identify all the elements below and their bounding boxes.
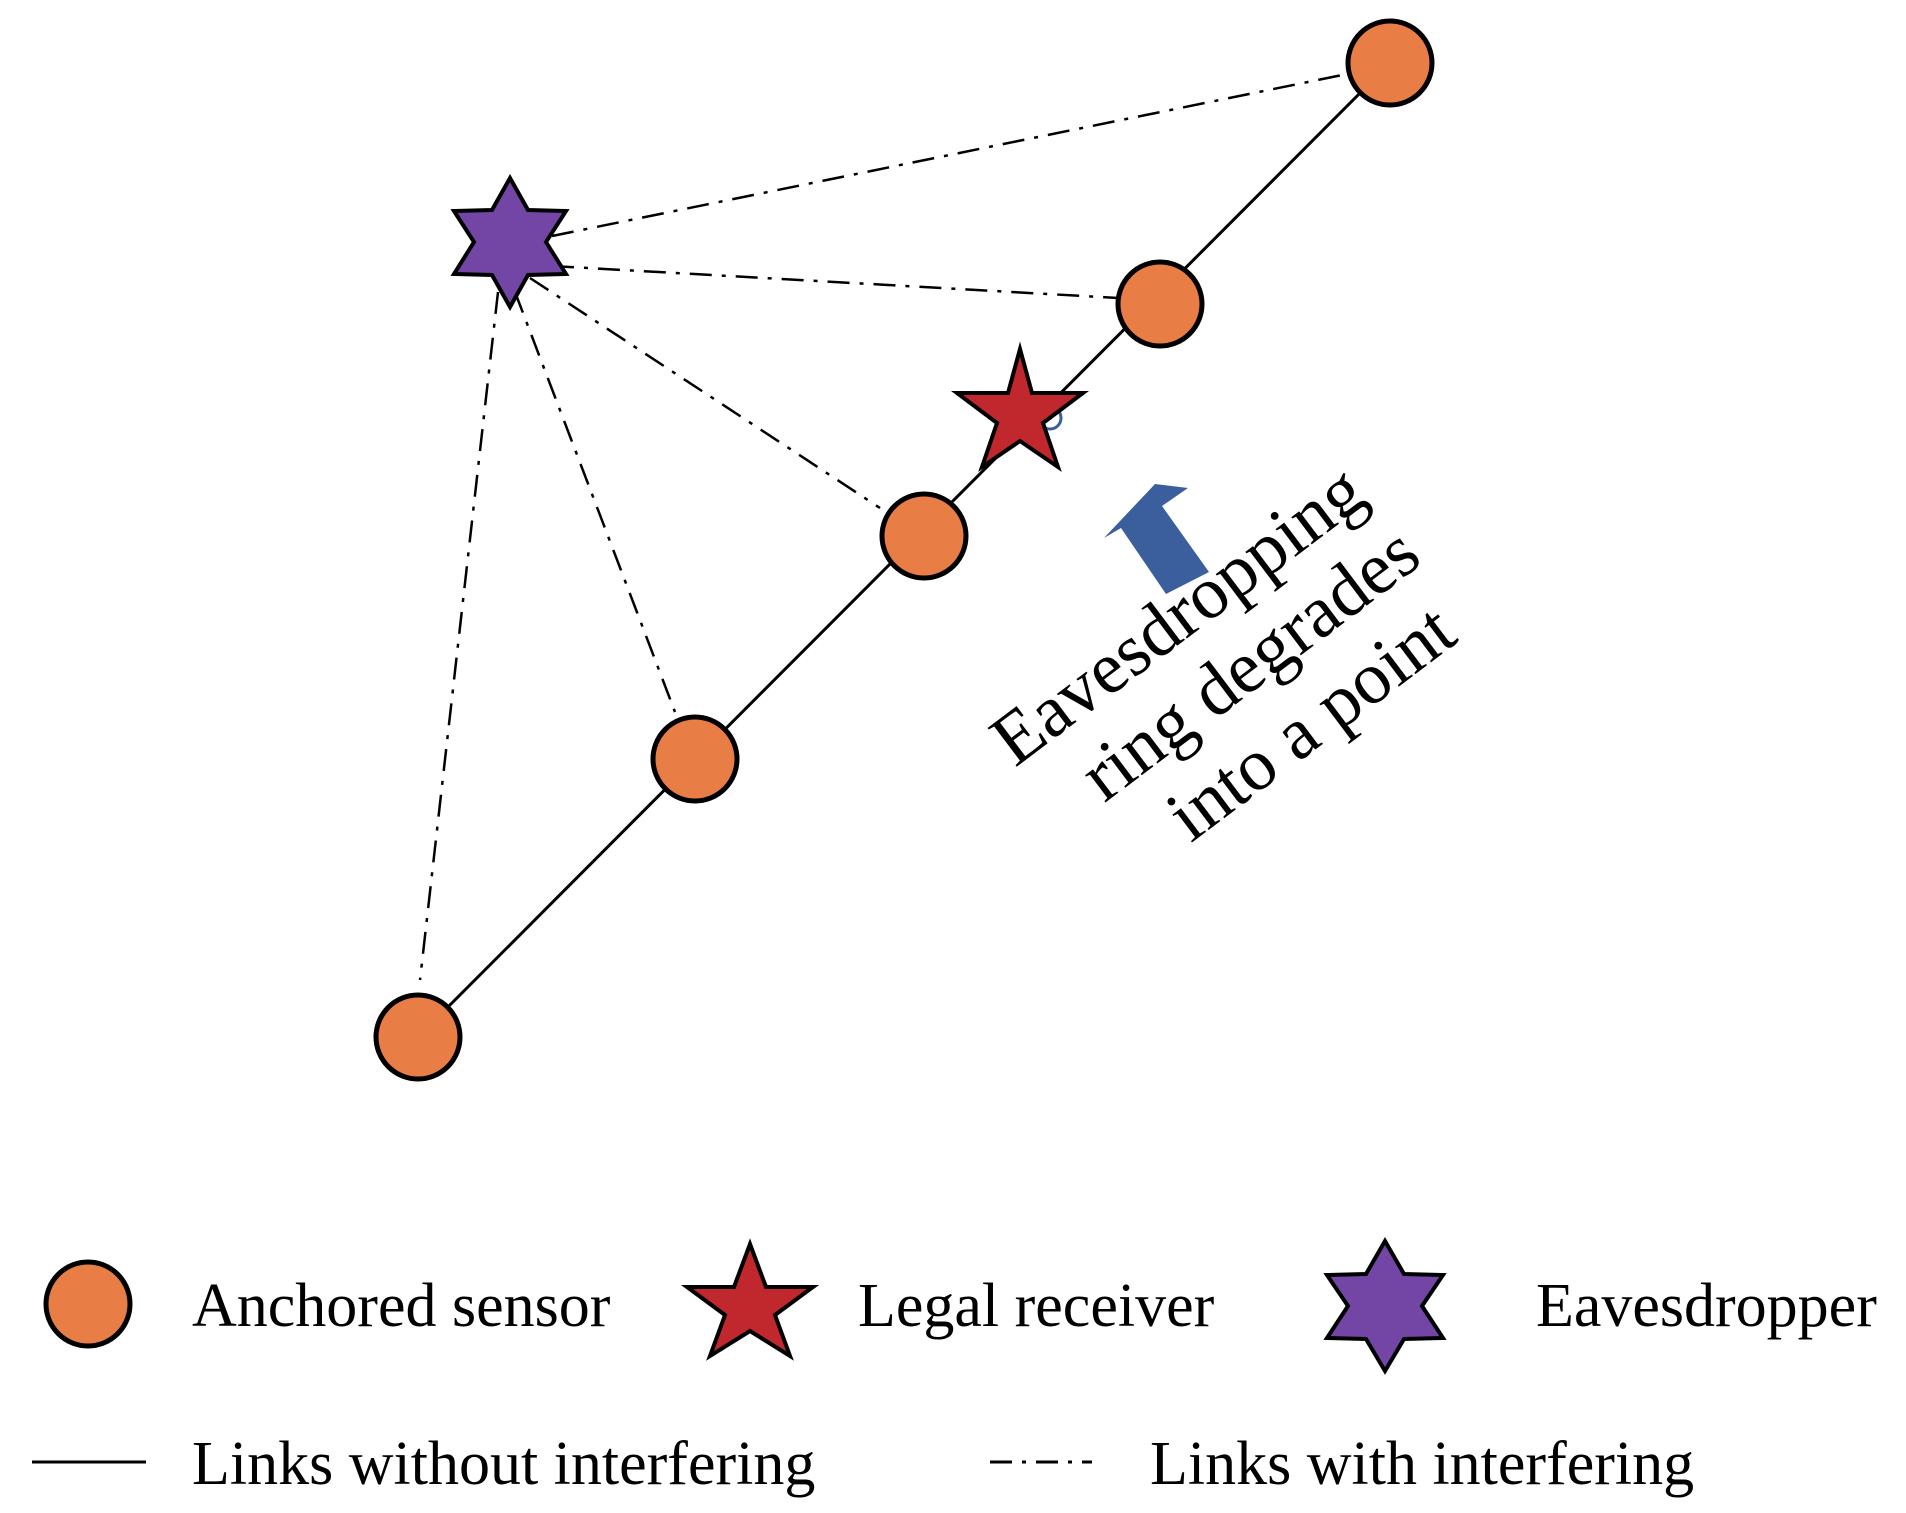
pointer-arrow-icon xyxy=(1104,484,1209,594)
legend-legal-receiver-label: Legal receiver xyxy=(858,1272,1215,1340)
anchored-sensor-1 xyxy=(1345,18,1435,108)
interfering-links xyxy=(418,71,1353,981)
interfering-link-bottom-sensor xyxy=(418,291,500,981)
legend-links-without-interfering-label: Links without interfering xyxy=(192,1430,815,1498)
legend-anchored-sensor-label: Anchored sensor xyxy=(192,1272,611,1340)
eavesdropper-star-icon xyxy=(450,173,570,312)
legend-eavesdropper-icon xyxy=(1323,1236,1447,1375)
anchored-sensors xyxy=(373,18,1435,1082)
anchored-sensor-2 xyxy=(1115,259,1205,349)
legend-legal-receiver-icon xyxy=(680,1238,820,1361)
interfering-link-sensor-3 xyxy=(529,276,881,510)
anchored-sensor-5 xyxy=(373,992,463,1082)
interfering-link-sensor-4 xyxy=(513,291,677,713)
legal-receiver-star-icon xyxy=(951,341,1089,473)
anchored-sensor-4 xyxy=(650,714,740,804)
anchored-sensor-3 xyxy=(879,491,969,581)
annotation: Eavesdropping ring degrades into a point xyxy=(976,449,1471,857)
interfering-link-sensor-2 xyxy=(551,264,1119,300)
legend-anchored-sensor-icon xyxy=(43,1259,133,1349)
legend: Anchored sensor Legal receiver Eavesdrop… xyxy=(32,1236,1877,1498)
legend-eavesdropper-label: Eavesdropper xyxy=(1536,1272,1877,1340)
legend-links-with-interfering-label: Links with interfering xyxy=(1150,1430,1694,1498)
interfering-link-top-sensor xyxy=(551,71,1353,238)
